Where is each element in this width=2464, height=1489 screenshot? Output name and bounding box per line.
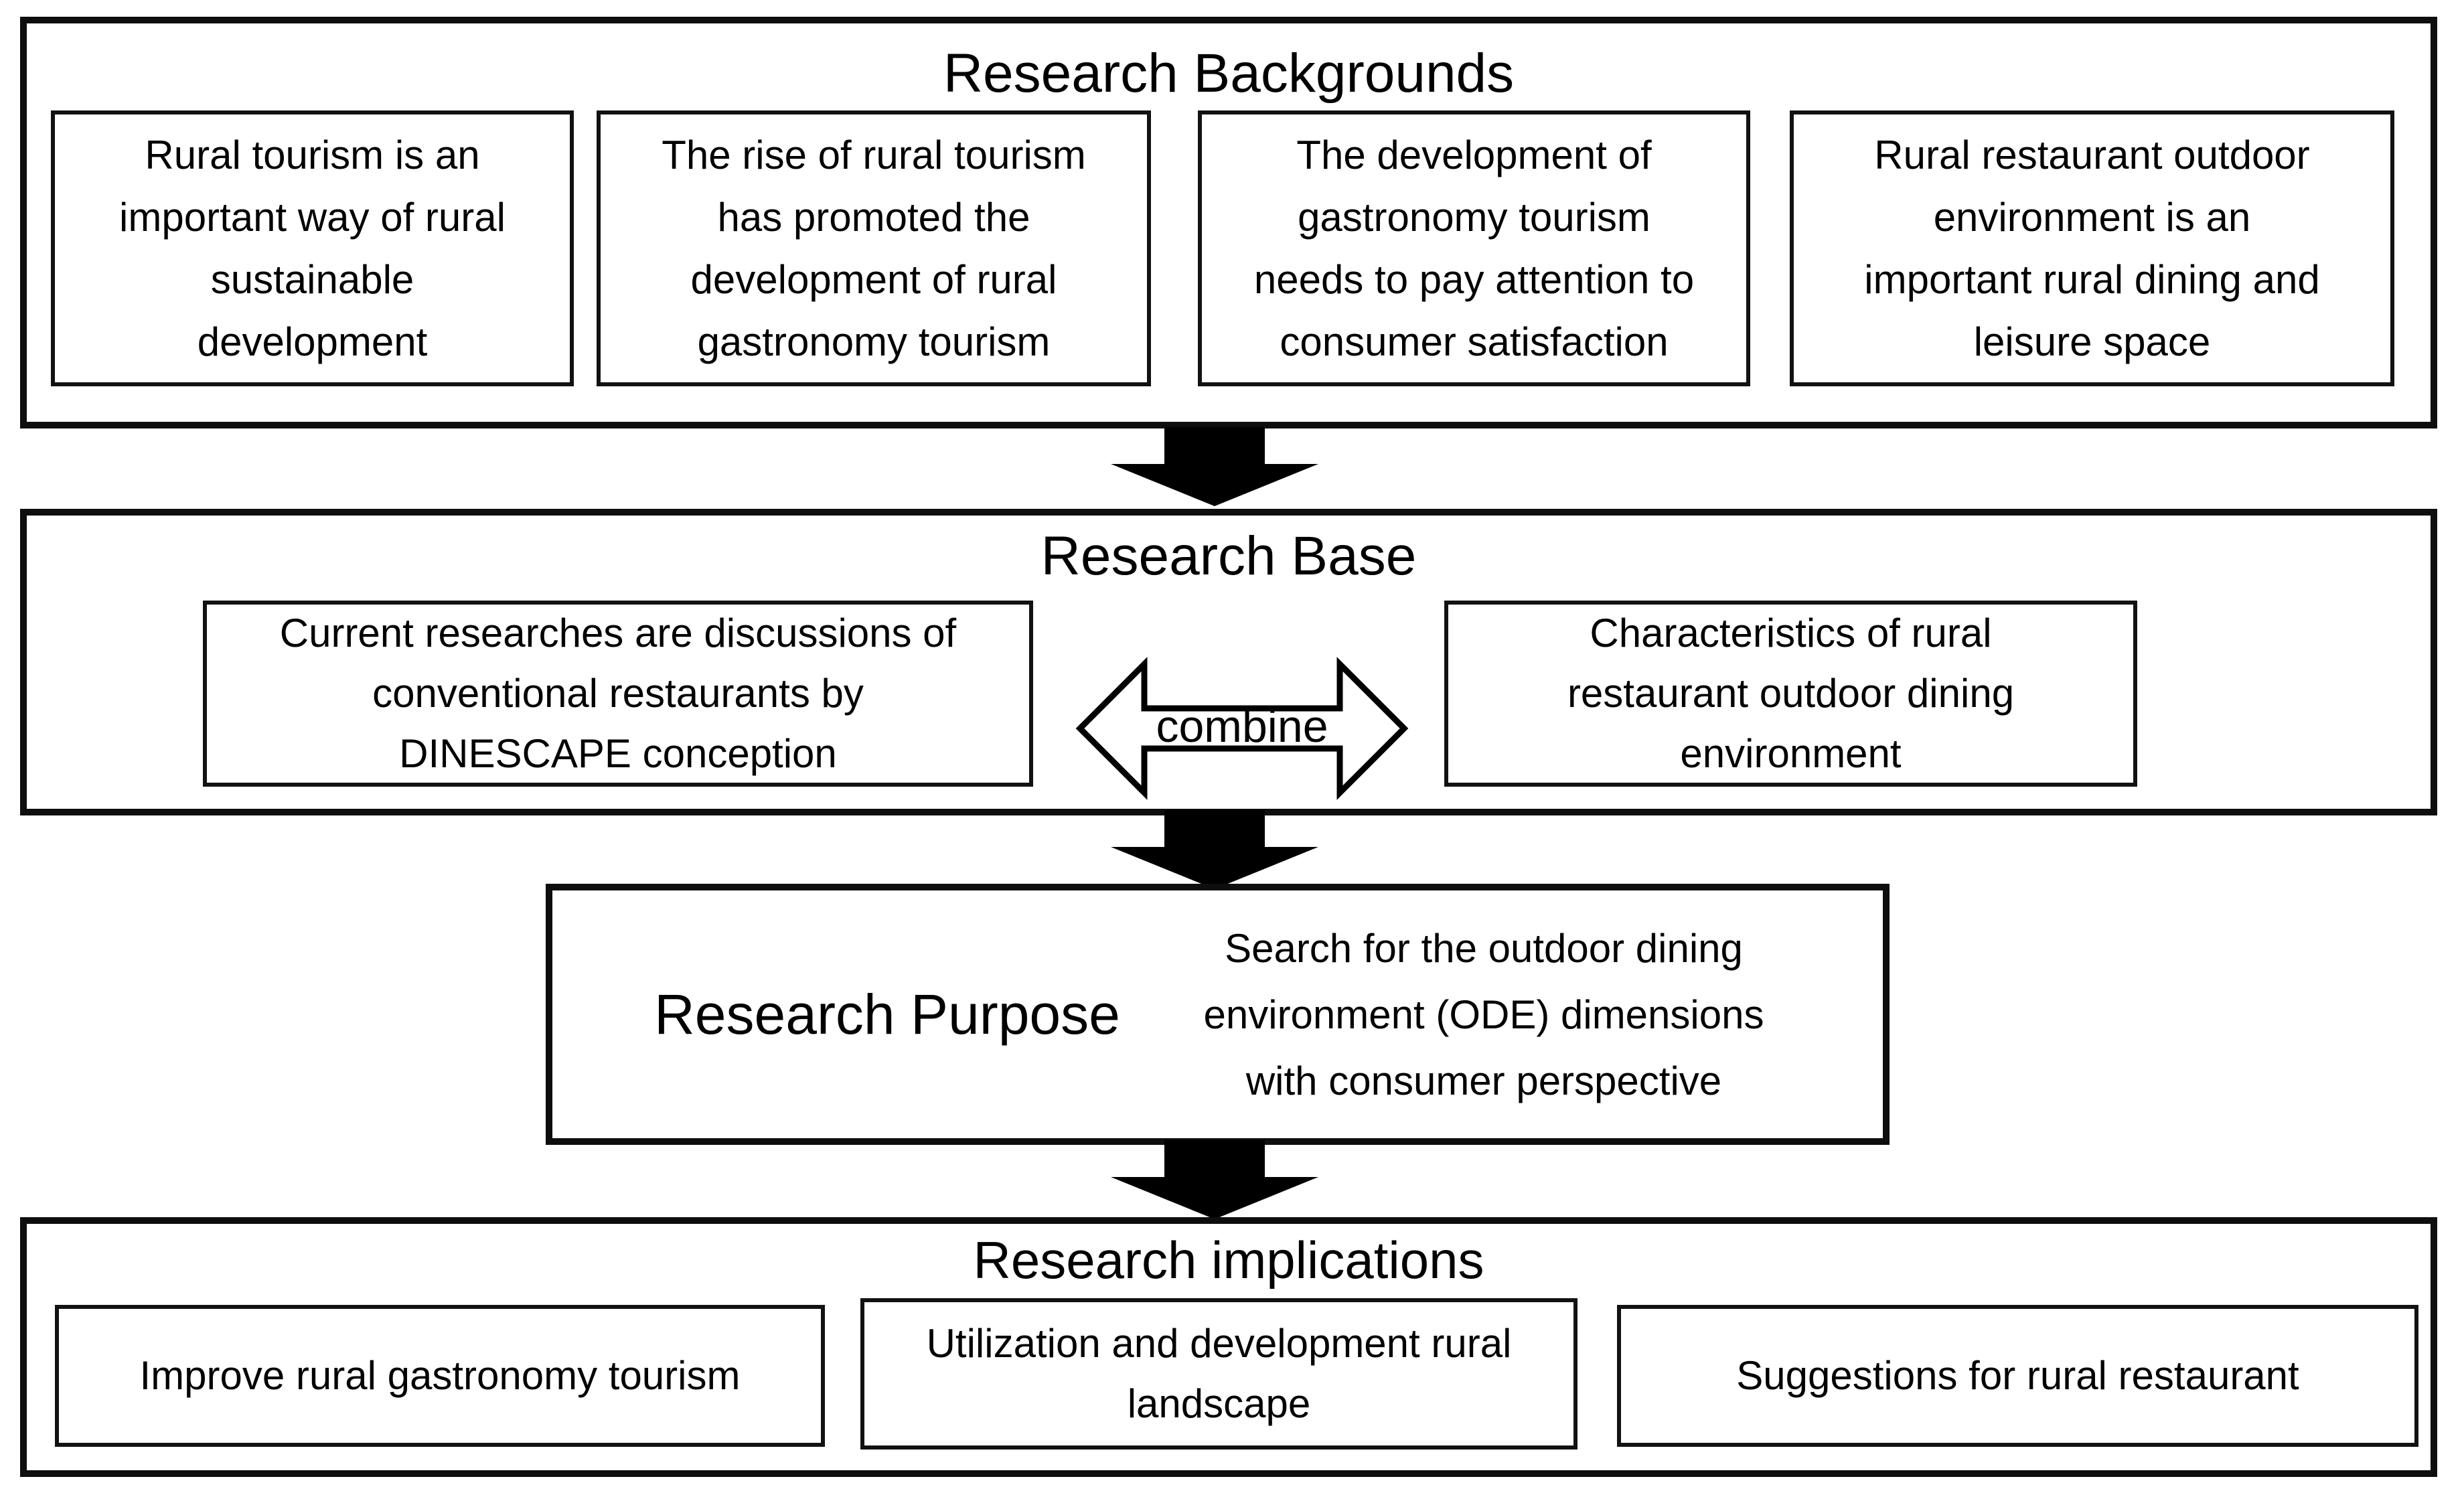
background-box-4: Rural restaurant outdoor environment is … (1790, 110, 2394, 386)
section-research-purpose: Research Purpose Search for the outdoor … (546, 884, 1890, 1145)
section-research-backgrounds: Research Backgrounds Rural tourism is an… (20, 17, 2437, 428)
purpose-text: Search for the outdoor dining environmen… (1203, 925, 1764, 1103)
section-title-research-base: Research Base (1041, 526, 1417, 586)
background-box-1: Rural tourism is an important way of rur… (51, 110, 574, 386)
implication-box-3: Suggestions for rural restaurant (1617, 1305, 2418, 1447)
down-arrow-icon-1 (1111, 427, 1318, 506)
section-research-implications: Research implications Improve rural gast… (20, 1217, 2437, 1477)
combine-arrow-icon: combine (1075, 649, 1409, 807)
section-title-research-purpose: Research Purpose (654, 982, 1120, 1046)
section-title-research-backgrounds: Research Backgrounds (943, 43, 1515, 104)
implication-box-2: Utilization and development rural landsc… (860, 1298, 1577, 1449)
section-title-research-implications: Research implications (973, 1231, 1484, 1289)
implication-box-1: Improve rural gastronomy tourism (55, 1305, 825, 1447)
background-box-3: The development of gastronomy tourism ne… (1198, 110, 1750, 386)
combine-label: combine (1156, 700, 1328, 752)
down-arrow-icon-2 (1111, 810, 1318, 889)
background-box-2: The rise of rural tourism has promoted t… (597, 110, 1151, 386)
base-left-box: Current researches are discussions of co… (203, 601, 1033, 787)
section-research-base: Research Base Current researches are dis… (20, 509, 2437, 815)
down-arrow-icon-3 (1111, 1140, 1318, 1219)
base-right-box: Characteristics of rural restaurant outd… (1444, 601, 2137, 787)
